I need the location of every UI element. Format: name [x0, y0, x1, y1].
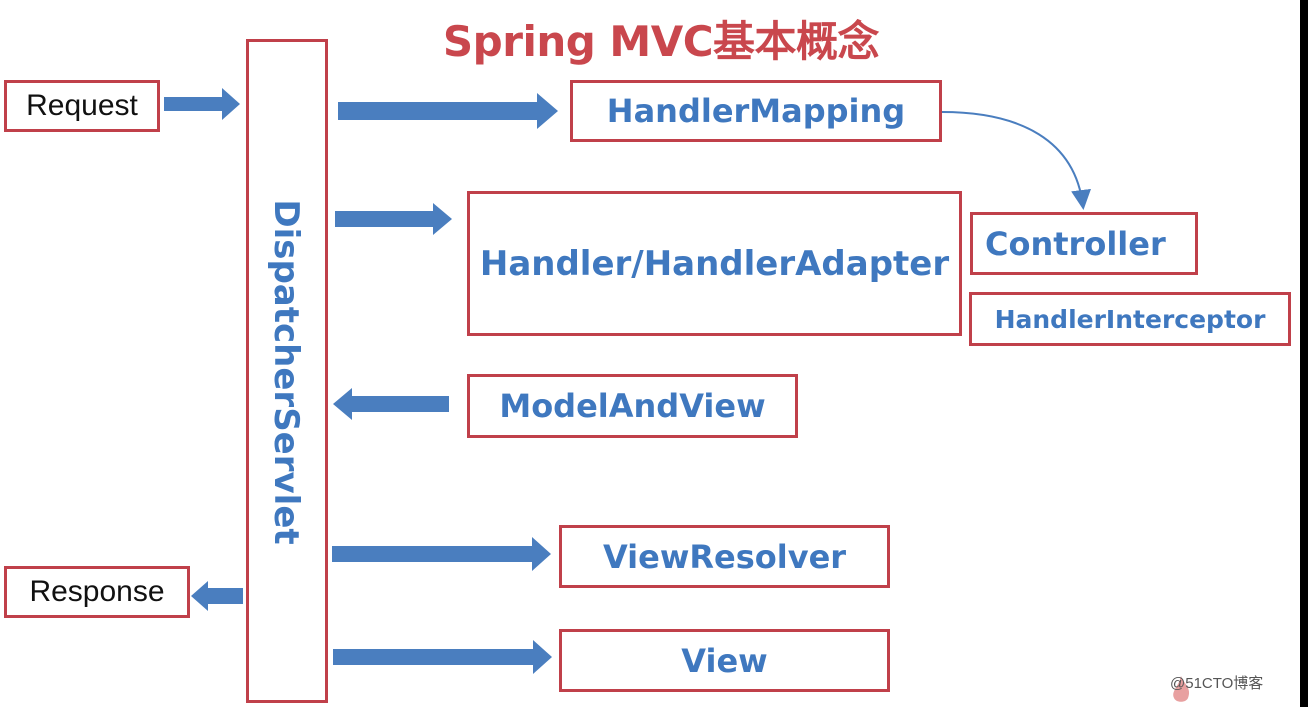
diagram-title: Spring MVC基本概念: [442, 17, 880, 66]
response-label: Response: [29, 575, 165, 608]
right-frame-edge: [1300, 0, 1308, 707]
view-resolver-label: ViewResolver: [602, 537, 847, 576]
model-and-view-box: ModelAndView: [467, 374, 798, 438]
view-label: View: [681, 641, 768, 680]
from-model-and-view-arrow: [333, 388, 449, 420]
handler-adapter-label: Handler/HandlerAdapter: [479, 243, 950, 284]
dispatcher-servlet-box: [246, 39, 328, 703]
handler-interceptor-label: HandlerInterceptor: [994, 304, 1266, 334]
mapping-to-controller-arrow: [941, 111, 1091, 210]
to-view-arrow: [333, 640, 552, 674]
request-box: Request: [4, 80, 160, 132]
handler-mapping-box: HandlerMapping: [570, 80, 942, 142]
to-handler-adapter-arrow: [335, 203, 452, 235]
response-arrow: [191, 581, 243, 611]
to-handler-mapping-arrow: [338, 93, 558, 129]
request-arrow: [164, 88, 240, 120]
model-and-view-label: ModelAndView: [499, 387, 766, 425]
flame-logo-icon: [1173, 676, 1190, 702]
watermark-text: @51CTO博客: [1170, 675, 1264, 692]
handler-interceptor-box: HandlerInterceptor: [969, 292, 1291, 346]
to-view-resolver-arrow: [332, 537, 551, 571]
view-box: View: [559, 629, 890, 692]
request-label: Request: [26, 89, 138, 122]
handler-adapter-box: Handler/HandlerAdapter: [467, 191, 962, 336]
handler-mapping-label: HandlerMapping: [606, 92, 906, 130]
controller-label: Controller: [985, 224, 1166, 263]
controller-box: Controller: [970, 212, 1198, 275]
view-resolver-box: ViewResolver: [559, 525, 890, 588]
response-box: Response: [4, 566, 190, 618]
